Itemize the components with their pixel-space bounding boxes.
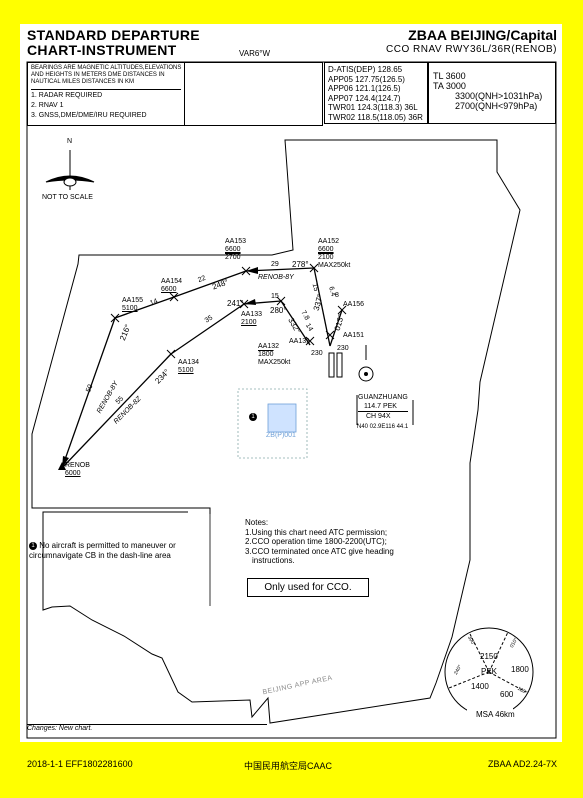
map-frame [26,61,557,739]
msa-label-bg [467,704,513,722]
label-aa131: AA131 [289,338,311,345]
leg-bearing: 280° [270,306,287,315]
cco-box: Only used for CCO. [247,578,369,597]
cb-dash-area [237,388,308,459]
wp-aa152 [309,263,319,273]
frequency-box: D-ATIS(DEP) 128.65 APP05 127.75(126.5) A… [324,62,428,124]
notes: Notes: 1.Using this chart need ATC permi… [245,518,394,565]
wp-aa133 [239,299,249,309]
msa-value: 1400 [471,682,489,691]
label-aa151: AA151 [343,332,365,339]
footer-effective: 2018-1-1 EFF1802281600 [27,759,133,769]
leg-dist: 15 [271,293,279,300]
msa-value: 600 [500,690,514,699]
vor-symbol [358,345,374,382]
leg-bearing: 241° [227,299,244,308]
scale-note: NOT TO SCALE [42,194,93,201]
chart-type-title: STANDARD DEPARTURE CHART-INSTRUMENT [27,27,200,58]
wp-aa132-turn [276,296,286,306]
remarks: BEARINGS ARE MAGNETIC ALTITUDES,ELEVATIO… [31,65,181,90]
route-lines [61,267,343,469]
airport-title: ZBAA BEIJING/Capital [408,27,557,43]
leg-dist: 29 [271,261,279,268]
label-aa156: AA156 [343,301,365,308]
procedure-title: CCO RNAV RWY36L/36R(RENOB) [386,44,557,55]
msa-value: 1800 [511,665,529,674]
north-arrow [45,150,95,190]
route-arrows [62,267,258,468]
restricted-name: ZB(P)001 [266,432,296,439]
magnetic-variation: VAR6°W [239,49,271,58]
changes-note: Changes: New chart. [27,724,267,737]
runway-heading: 230 [311,350,323,357]
waypoint-symbols [110,263,347,359]
footer-authority: 中国民用航空局CAAC [244,761,333,771]
runway-heading: 230 [337,345,349,352]
cb-note: 1 No aircraft is permitted to maneuver o… [29,541,176,560]
route-name: RENOB-8Y [258,274,294,281]
wp-aa154 [169,292,179,302]
wp-aa151 [325,330,335,340]
navaid-box: GUANZHUANG 114.7 PEK CH 94X [358,394,408,420]
airspace-boundary [31,139,521,724]
transition-box: TL 3600 TA 3000 3300(QNH>1031hPa) 2700(Q… [428,62,556,124]
restricted-marker: 1 [249,413,257,421]
chart-sheet [20,24,562,742]
leg-bearing: 278° [292,260,309,269]
divider [184,63,185,125]
wp-aa131 [305,336,315,346]
msa-value: 2150 [480,652,498,661]
wp-aa153 [241,266,251,276]
wp-aa134 [166,349,176,359]
requirements: 1. RADAR REQUIRED 2. RNAV 1 3. GNSS,DME/… [31,92,147,119]
leg-dist: 8 [335,292,339,299]
runway-symbol [328,352,343,378]
navaid-coord: N40 02.9E116 44.1 [357,424,409,430]
footer-page: ZBAA AD2.24-7X [487,759,557,769]
north-label: N [67,138,73,145]
wp-renob [58,462,66,470]
msa-center: PEK [481,667,498,676]
msa-label: MSA 46km [476,710,515,719]
info-box: BEARINGS ARE MAGNETIC ALTITUDES,ELEVATIO… [27,62,323,126]
wp-aa155 [110,313,120,323]
wp-aa156 [337,305,347,315]
